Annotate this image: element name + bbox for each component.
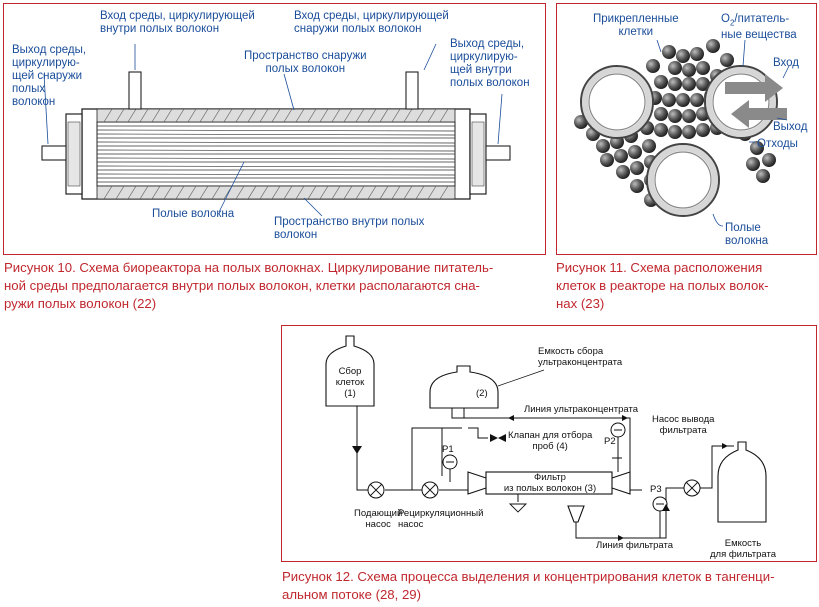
- label-p2: P2: [604, 436, 616, 447]
- figure-10-caption: Рисунок 10. Схема биореактора на полых в…: [4, 260, 494, 311]
- label-out: Выход: [773, 121, 808, 133]
- tangential-flow-process-drawing: [325, 335, 767, 541]
- label-filtrate-line: Линия фильтрата: [596, 540, 673, 551]
- figure-12-caption: Рисунок 12. Схема процесса выделения и к…: [282, 569, 775, 602]
- label-hollow-fibers: Полые волокна: [152, 208, 235, 220]
- label-in: Вход: [773, 57, 800, 69]
- label-p1: P1: [442, 444, 454, 455]
- label-waste: Отходы: [757, 138, 798, 150]
- label-o2-nutrients: O2/питатель- ные вещества: [721, 13, 797, 42]
- hollow-fiber-bioreactor-drawing: [41, 43, 511, 217]
- label-vessel-2: (2): [476, 388, 488, 399]
- label-retentate-line: Линия ультраконцентрата: [524, 404, 638, 415]
- cell-arrangement-drawing: [574, 39, 790, 227]
- label-p3: P3: [650, 484, 662, 495]
